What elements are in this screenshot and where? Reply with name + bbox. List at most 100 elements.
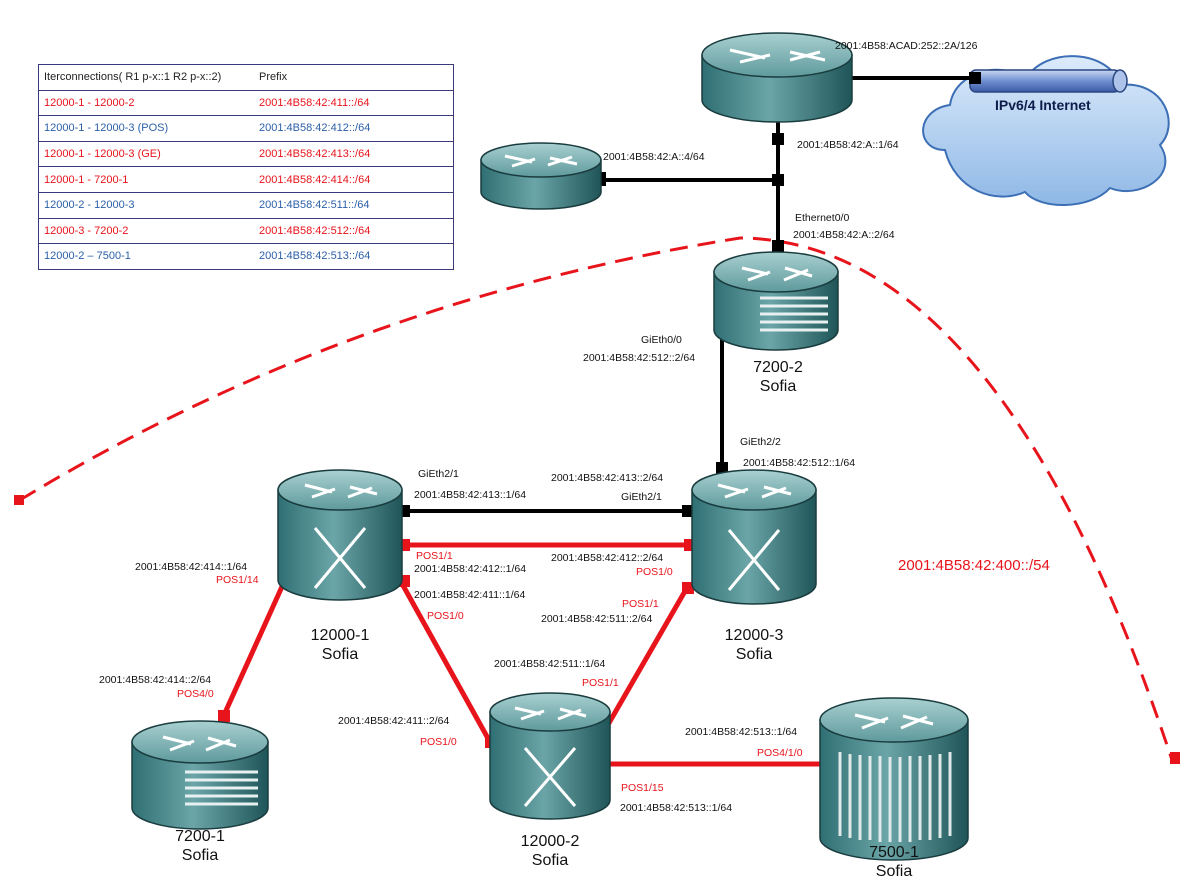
- label-gieth22: GiEth2/2: [740, 436, 781, 448]
- label-pos10-a: POS1/0: [427, 610, 464, 622]
- switch-cross-icon: [727, 529, 781, 591]
- edge-router[interactable]: [701, 32, 853, 123]
- label-412-2: 2001:4B58:42:412::2/64: [551, 552, 663, 564]
- area-boundary: [19, 236, 1174, 761]
- label-pos40: POS4/0: [177, 688, 214, 700]
- label-511-2: 2001:4B58:42:511::2/64: [541, 613, 652, 625]
- label-513-1b: 2001:4B58:42:513::1/64: [620, 802, 732, 814]
- switch-cross-icon: [313, 527, 367, 589]
- router-12000-3[interactable]: [691, 469, 817, 605]
- label-413-2: 2001:4B58:42:413::2/64: [551, 472, 663, 484]
- label-pos410: POS4/1/0: [757, 747, 803, 759]
- table-header-prefix: Prefix: [254, 64, 454, 91]
- label-gieth00: GiEth0/0: [641, 334, 682, 346]
- table-cell-prefix: 2001:4B58:42:512::/64: [254, 218, 454, 245]
- table-cell-prefix: 2001:4B58:42:414::/64: [254, 166, 454, 193]
- table-cell-link: 12000-2 – 7500-1: [44, 250, 131, 263]
- pos-links: [221, 542, 828, 767]
- table-cell-prefix: 2001:4B58:42:511::/64: [254, 192, 454, 219]
- router-7200-1[interactable]: [131, 720, 269, 830]
- router-names: 7200-2 Sofia 12000-1 Sofia 12000-3 Sofia…: [175, 359, 919, 880]
- label-gieth21-b: GiEth2/1: [621, 491, 662, 503]
- label-413-1: 2001:4B58:42:413::1/64: [414, 489, 526, 501]
- label-512-1: 2001:4B58:42:512::1/64: [743, 457, 855, 469]
- interconnection-table: Iterconnections( R1 p-x::1 R2 p-x::2) Pr…: [38, 64, 454, 270]
- table-row: 12000-1 - 12000-3 (GE)2001:4B58:42:413::…: [38, 141, 454, 168]
- router-site-12000-3: Sofia: [736, 646, 773, 663]
- table-header-row: Iterconnections( R1 p-x::1 R2 p-x::2) Pr…: [38, 64, 454, 91]
- router-site-7200-1: Sofia: [182, 847, 219, 864]
- label-eth00: Ethernet0/0: [795, 212, 849, 224]
- label-513-1a: 2001:4B58:42:513::1/64: [685, 726, 797, 738]
- cloud-label: IPv6/4 Internet: [995, 97, 1091, 113]
- router-site-7200-2: Sofia: [760, 378, 797, 395]
- label-gieth21-a: GiEth2/1: [418, 468, 459, 480]
- table-cell-prefix: 2001:4B58:42:513::/64: [259, 250, 371, 263]
- router-site-12000-1: Sofia: [322, 646, 359, 663]
- table-cell-prefix: 2001:4B58:42:412::/64: [254, 115, 454, 142]
- label-414-2: 2001:4B58:42:414::2/64: [99, 674, 211, 686]
- label-pos114: POS1/14: [216, 574, 259, 586]
- label-411-1: 2001:4B58:42:411::1/64: [414, 589, 525, 601]
- table-cell-link: 12000-1 - 7200-1: [38, 166, 254, 193]
- table-cell-prefix: 2001:4B58:42:411::/64: [254, 90, 454, 117]
- label-a2: 2001:4B58:42:A::2/64: [793, 229, 895, 241]
- router-7500-1[interactable]: [819, 697, 969, 861]
- label-pos11-a: POS1/1: [416, 550, 453, 562]
- router-arrows-icon: [162, 735, 237, 752]
- interface-labels: POS1/1 POS1/14 POS1/0 POS1/0 POS1/1 POS1…: [177, 550, 803, 794]
- router-arrows-icon: [514, 706, 587, 721]
- router-name-12000-1: 12000-1: [311, 627, 370, 644]
- label-414-1: 2001:4B58:42:414::1/64: [135, 561, 247, 573]
- router-site-12000-2: Sofia: [532, 852, 569, 869]
- router-name-7200-1: 7200-1: [175, 828, 225, 845]
- label-512-2: 2001:4B58:42:512::2/64: [583, 352, 695, 364]
- table-cell-link: 12000-3 - 7200-2: [38, 218, 254, 245]
- internet-tube: [969, 69, 1128, 93]
- router-name-7500-1: 7500-1: [869, 844, 919, 861]
- router-12000-1[interactable]: [277, 469, 403, 601]
- label-pos11-c: POS1/1: [582, 677, 619, 689]
- label-511-1: 2001:4B58:42:511::1/64: [494, 658, 605, 670]
- card-slots-icon: [760, 296, 828, 332]
- label-412-1: 2001:4B58:42:412::1/64: [414, 563, 526, 575]
- interconnection-table-body: Iterconnections( R1 p-x::1 R2 p-x::2) Pr…: [38, 64, 454, 270]
- label-pos11-b: POS1/1: [622, 598, 659, 610]
- table-cell-link: 12000-2 - 12000-3: [38, 192, 254, 219]
- table-cell-link: 12000-1 - 12000-3 (GE): [38, 141, 254, 168]
- label-a4: 2001:4B58:42:A::4/64: [603, 151, 705, 163]
- router-site-7500-1: Sofia: [876, 863, 913, 880]
- area-boundary-end-left: [14, 495, 24, 505]
- router-arrows-icon: [729, 48, 826, 64]
- router-arrows-icon: [717, 483, 792, 499]
- access-router[interactable]: [480, 142, 602, 210]
- router-name-7200-2: 7200-2: [753, 359, 803, 376]
- label-pos10-c: POS1/0: [636, 566, 673, 578]
- label-pos115: POS1/15: [621, 782, 664, 794]
- table-header-link: Iterconnections( R1 p-x::1 R2 p-x::2): [38, 64, 254, 91]
- internet-cloud: IPv6/4 Internet: [922, 55, 1170, 207]
- table-cell-prefix: 2001:4B58:42:413::/64: [254, 141, 454, 168]
- table-cell-link: 12000-1 - 12000-2: [38, 90, 254, 117]
- label-pos10-b: POS1/0: [420, 736, 457, 748]
- vertical-slots-icon: [838, 752, 952, 842]
- table-cell-link: 12000-1 - 12000-3 (POS): [38, 115, 254, 142]
- router-12000-2[interactable]: [489, 692, 611, 820]
- address-labels: 2001:4B58:ACAD:252::2A/126 2001:4B58:42:…: [99, 40, 978, 814]
- router-name-12000-3: 12000-3: [725, 627, 784, 644]
- router-name-12000-2: 12000-2: [521, 833, 580, 850]
- router-arrows-icon: [504, 154, 578, 168]
- card-slots-icon: [185, 770, 258, 806]
- table-row: 12000-2 – 7500-1 2001:4B58:42:513::/64: [39, 244, 454, 270]
- router-7200-2[interactable]: [713, 251, 839, 351]
- label-a1: 2001:4B58:42:A::1/64: [797, 139, 899, 151]
- router-arrows-icon: [304, 483, 378, 499]
- label-411-2: 2001:4B58:42:411::2/64: [338, 715, 449, 727]
- area-prefix: 2001:4B58:42:400::/54: [898, 557, 1050, 574]
- label-acad: 2001:4B58:ACAD:252::2A/126: [835, 40, 978, 52]
